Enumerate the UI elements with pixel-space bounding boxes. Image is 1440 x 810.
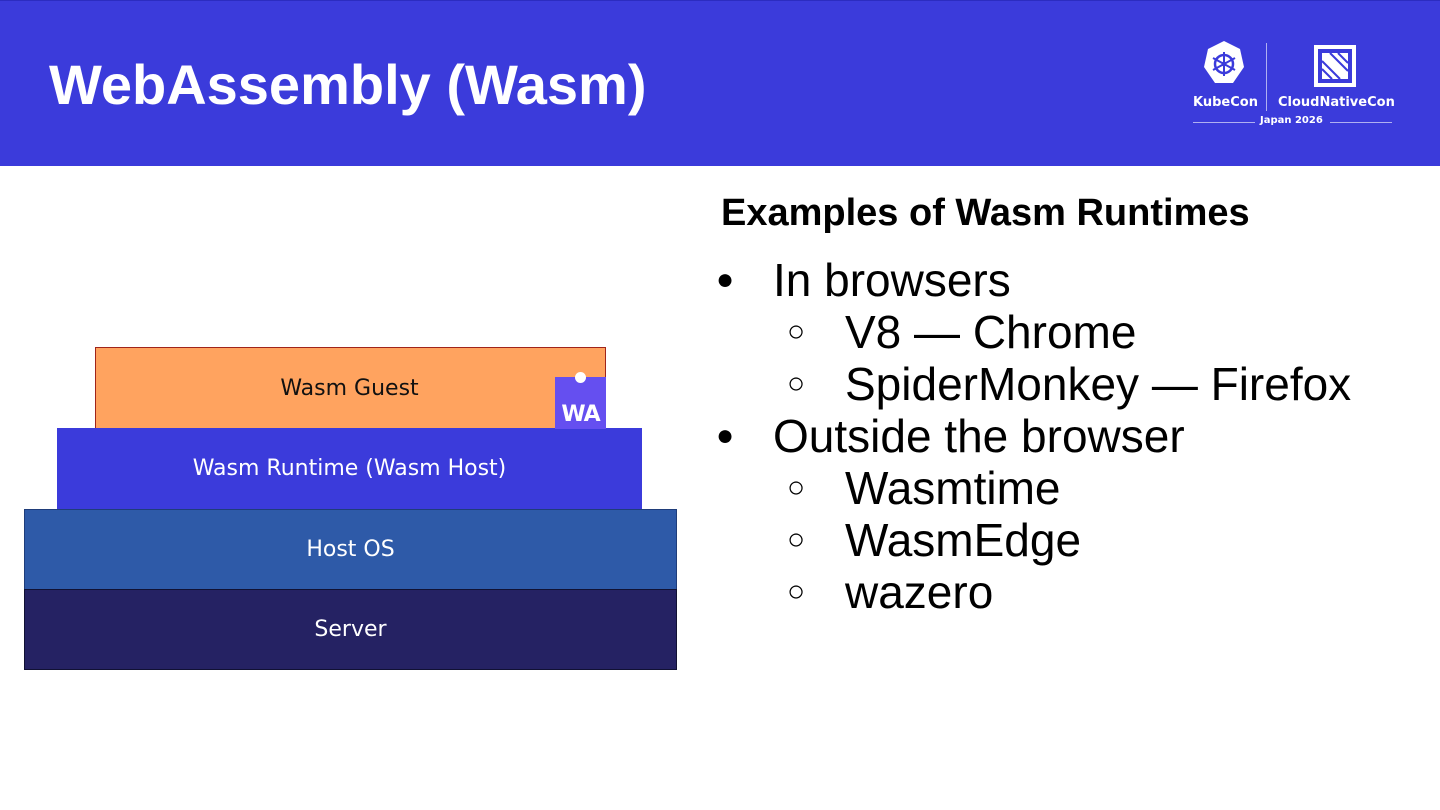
layer-label: Wasm Guest: [280, 375, 419, 401]
wa-notch: [575, 372, 586, 383]
layer-wasm-guest: Wasm Guest: [95, 347, 606, 429]
sub-bullet-circle: ○: [787, 471, 806, 504]
sub-bullet-wasmtime: Wasmtime: [845, 462, 1061, 514]
sub-bullet-circle: ○: [787, 575, 806, 608]
sub-bullet-v8: V8 — Chrome: [845, 306, 1137, 358]
slide-title: WebAssembly (Wasm): [49, 53, 647, 116]
logo-rule-left: [1193, 122, 1255, 123]
logo-rule-right: [1330, 122, 1392, 123]
logo-divider: [1266, 43, 1267, 111]
kubernetes-helm-icon: [1204, 41, 1244, 83]
cloudnativecon-label: CloudNativeCon: [1278, 95, 1395, 110]
sub-bullet-circle: ○: [787, 523, 806, 556]
sub-bullet-wasmedge: WasmEdge: [845, 514, 1082, 566]
cncf-icon: [1314, 45, 1356, 87]
layer-server: Server: [24, 589, 677, 670]
layer-wasm-runtime: Wasm Runtime (Wasm Host): [57, 428, 642, 509]
wa-badge-text: WA: [561, 402, 600, 427]
title-bar: WebAssembly (Wasm) KubeCon CloudNativ: [0, 0, 1440, 166]
layer-label: Host OS: [306, 537, 395, 562]
layer-label: Server: [314, 617, 387, 642]
sub-bullet-circle: ○: [787, 315, 806, 348]
kubecon-label: KubeCon: [1193, 95, 1258, 110]
sub-bullet-spidermonkey: SpiderMonkey — Firefox: [845, 358, 1352, 410]
webassembly-logo-icon: WA: [555, 372, 606, 429]
bullet-dot: ●: [716, 263, 735, 296]
layer-host-os: Host OS: [24, 509, 677, 590]
bullet-in-browsers: In browsers: [773, 254, 1011, 306]
sub-bullet-circle: ○: [787, 367, 806, 400]
bullet-dot: ●: [716, 419, 735, 452]
layer-label: Wasm Runtime (Wasm Host): [192, 456, 507, 481]
sub-bullet-wazero: wazero: [845, 566, 994, 618]
section-heading: Examples of Wasm Runtimes: [721, 192, 1250, 234]
event-label: Japan 2026: [1260, 115, 1323, 126]
bullet-outside-browser: Outside the browser: [773, 410, 1185, 462]
kubecon-logo: KubeCon CloudNativeCon Japan 2026: [1188, 39, 1398, 131]
